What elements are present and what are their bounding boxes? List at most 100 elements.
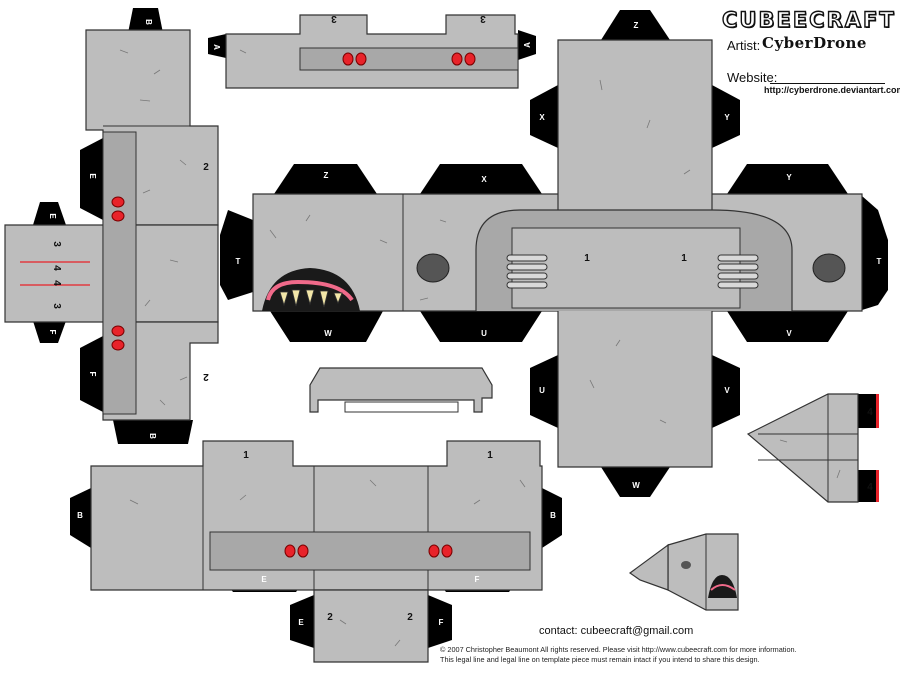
- mini-model-nose: [628, 543, 669, 591]
- tab-label-f: F: [475, 575, 480, 584]
- website-url: http://cyberdrone.deviantart.com/: [764, 85, 900, 95]
- panel-number: 1: [584, 253, 590, 264]
- tab-b-left-bottom: [70, 488, 91, 548]
- tab-label-z: Z: [634, 21, 639, 30]
- tab-label-w: W: [632, 481, 640, 490]
- legal-line: © 2007 Christopher Beaumont All rights r…: [440, 645, 797, 654]
- jaw-cutout: [344, 401, 459, 413]
- tab-edge-red: [876, 470, 879, 502]
- panel-number: 3: [51, 241, 62, 247]
- tab-label-e: E: [88, 173, 97, 179]
- tab-w-mid: [270, 311, 383, 342]
- tab-v-side: [712, 355, 740, 428]
- panel-number: 1: [243, 450, 249, 461]
- bumper-strips: [102, 47, 531, 571]
- bottom-square: [313, 589, 429, 663]
- artist-name: CyberDrone: [762, 34, 867, 52]
- contact-text: contact: cubeecraft@gmail.com: [539, 625, 694, 637]
- tab-label-e: E: [261, 575, 267, 584]
- jaw-strip: [309, 367, 493, 413]
- tab-edge-red: [876, 394, 879, 428]
- tab-f-left-col: [80, 336, 103, 412]
- tab-label-b: B: [77, 511, 83, 520]
- tab-label-t: T: [877, 257, 882, 266]
- tab-label-x: X: [481, 175, 487, 184]
- tab-b-top: [128, 8, 163, 33]
- tab-label-x: X: [539, 113, 545, 122]
- vent-grilles: [506, 254, 759, 289]
- tab-e-cross: [33, 202, 66, 225]
- tab-label-f: F: [88, 372, 97, 377]
- tab-z-mid: [274, 164, 377, 194]
- tab-t-left: [220, 210, 253, 300]
- mouth: [262, 268, 360, 311]
- tab-label-z: Z: [324, 171, 329, 180]
- mini-model-body: [667, 533, 739, 611]
- tab-label-u: U: [481, 329, 487, 338]
- tab-label-e: E: [298, 618, 304, 627]
- red-lights: [111, 52, 476, 558]
- tab-u-side: [530, 355, 558, 428]
- panel-numbers: 3 3 2 2 1 1 1 1 2 2 4 4 3 4 4 3: [51, 13, 873, 623]
- tab-4-upper: [858, 394, 878, 428]
- tab-f-cross: [33, 321, 66, 343]
- tab-label-b: B: [144, 19, 153, 25]
- tab-v-mid: [727, 311, 848, 342]
- tab-label-u: U: [539, 386, 545, 395]
- tab-label-e: E: [48, 213, 57, 219]
- tab-t-right: [862, 196, 888, 310]
- tab-labels: B A A E F E F B Z X Y T T W U V Z X Y U …: [48, 19, 882, 627]
- left-bumper: [102, 131, 137, 415]
- tab-label-v: V: [786, 329, 792, 338]
- cubeecraft-logo: CUBEECRAFT: [721, 7, 896, 32]
- tab-b-right-bottom: [542, 488, 562, 548]
- tab-u-mid: [420, 311, 542, 342]
- panel-number: 1: [681, 253, 687, 264]
- tab-label-v: V: [724, 386, 730, 395]
- tab-label-a: A: [212, 44, 221, 50]
- panel-number: 3: [331, 13, 337, 24]
- tab-z-top: [601, 10, 670, 40]
- tab-b-bottom: [113, 420, 193, 444]
- mini-model-details: [681, 561, 737, 598]
- panel-number: 4: [51, 280, 62, 286]
- wedge-piece: [746, 393, 859, 503]
- tab-e-left-col: [80, 138, 103, 220]
- tab-label-b: B: [550, 511, 556, 520]
- panel-number: 2: [203, 371, 209, 382]
- panel-number: 3: [51, 303, 62, 309]
- tab-4-lower: [858, 470, 878, 502]
- website-label: Website:: [727, 70, 778, 85]
- tab-a-left: [208, 34, 226, 58]
- tab-label-f: F: [48, 330, 57, 335]
- panel-number: 2: [327, 612, 333, 623]
- panel-number: 3: [480, 13, 486, 24]
- tab-a-right: [518, 30, 536, 60]
- tab-w-bottom: [601, 467, 670, 497]
- tab-y-mid: [727, 164, 848, 194]
- legal-line: This legal line and legal line on templa…: [440, 655, 760, 664]
- panel-number: 2: [407, 612, 413, 623]
- tab-label-y: Y: [724, 113, 730, 122]
- artist-label: Artist:: [727, 38, 761, 53]
- top-bumper: [299, 47, 519, 71]
- panel-number: 4: [867, 407, 873, 418]
- cross-red-marks: [20, 261, 90, 286]
- tab-e-square: [290, 595, 314, 648]
- scuff-marks: [119, 49, 841, 647]
- tab-label-w: W: [324, 329, 332, 338]
- website-underline: [770, 83, 885, 84]
- panel-number: 4: [867, 482, 873, 493]
- tab-x-mid: [420, 164, 542, 194]
- tab-label-y: Y: [786, 173, 792, 182]
- panel-number: 4: [51, 265, 62, 271]
- tab-y-side: [712, 85, 740, 148]
- bottom-bumper: [209, 531, 531, 571]
- tab-label-f: F: [439, 618, 444, 627]
- panel-number: 1: [487, 450, 493, 461]
- tab-label-a: A: [523, 42, 532, 48]
- tab-x-side: [530, 85, 558, 148]
- round-lamps: [416, 253, 846, 283]
